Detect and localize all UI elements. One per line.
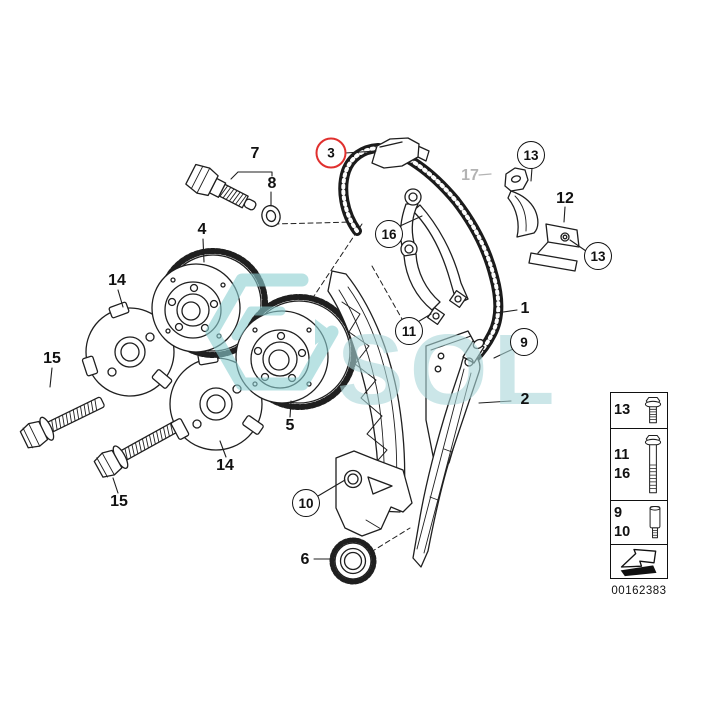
part-label-4: 4 xyxy=(197,221,207,238)
part-bolt-15-top xyxy=(19,396,105,449)
stud-pin-icon xyxy=(649,505,661,538)
leader-line-17-muted xyxy=(478,173,492,176)
part-label-14-bottom: 14 xyxy=(216,457,234,474)
part-bolt-15-bottom xyxy=(93,418,185,478)
callout-16: 16 xyxy=(375,220,403,248)
part-label-17-muted: 17 xyxy=(461,167,479,184)
callout-13-right: 13 xyxy=(584,242,612,270)
part-guide-rail-2 xyxy=(412,338,485,568)
legend-number: 16 xyxy=(614,465,631,482)
fastener-legend: 13 11 16 xyxy=(610,392,668,579)
part-label-5: 5 xyxy=(285,417,295,434)
part-crank-sprocket-6 xyxy=(329,537,377,585)
part-bracket-13-top xyxy=(504,167,539,238)
flange-bolt-short-icon xyxy=(644,396,662,423)
part-label-12: 12 xyxy=(556,190,574,207)
part-washer-8 xyxy=(261,204,281,228)
part-impulse-wheel-14-top xyxy=(81,301,175,397)
leader-lines xyxy=(49,150,587,560)
part-label-1: 1 xyxy=(520,300,530,317)
legend-number: 11 xyxy=(614,447,630,464)
assembly-axis-dashes xyxy=(273,221,411,553)
part-label-7: 7 xyxy=(250,145,260,162)
part-bolt-7 xyxy=(185,163,257,211)
part-label-8: 8 xyxy=(267,175,277,192)
callout-10: 10 xyxy=(292,489,320,517)
legend-number: 9 xyxy=(614,505,623,522)
callout-11: 11 xyxy=(395,317,423,345)
part-bracket-12 xyxy=(528,223,580,272)
legend-number: 13 xyxy=(614,402,631,419)
callout-13-top: 13 xyxy=(517,141,545,169)
drawing-number: 00162383 xyxy=(611,585,667,597)
legend-row-9-10: 9 10 xyxy=(611,501,667,545)
part-label-14-top: 14 xyxy=(108,272,126,289)
part-chain-top-guide xyxy=(371,137,430,169)
direction-arrow-icon xyxy=(620,548,657,576)
part-bottom-bracket xyxy=(335,450,413,537)
part-label-15-bottom: 15 xyxy=(110,493,128,510)
legend-row-direction xyxy=(611,545,667,578)
legend-row-11-16: 11 16 xyxy=(611,429,667,501)
part-label-2: 2 xyxy=(520,391,530,408)
part-label-15-top: 15 xyxy=(43,350,61,367)
legend-number: 10 xyxy=(614,523,631,540)
part-label-6: 6 xyxy=(300,551,310,568)
flange-bolt-long-icon xyxy=(644,434,662,493)
callout-3-highlighted: 3 xyxy=(315,137,347,169)
part-tensioner-arm xyxy=(399,188,469,326)
part-timing-chain-3 xyxy=(338,143,504,364)
legend-row-13: 13 xyxy=(611,393,667,429)
callout-9: 9 xyxy=(510,328,538,356)
